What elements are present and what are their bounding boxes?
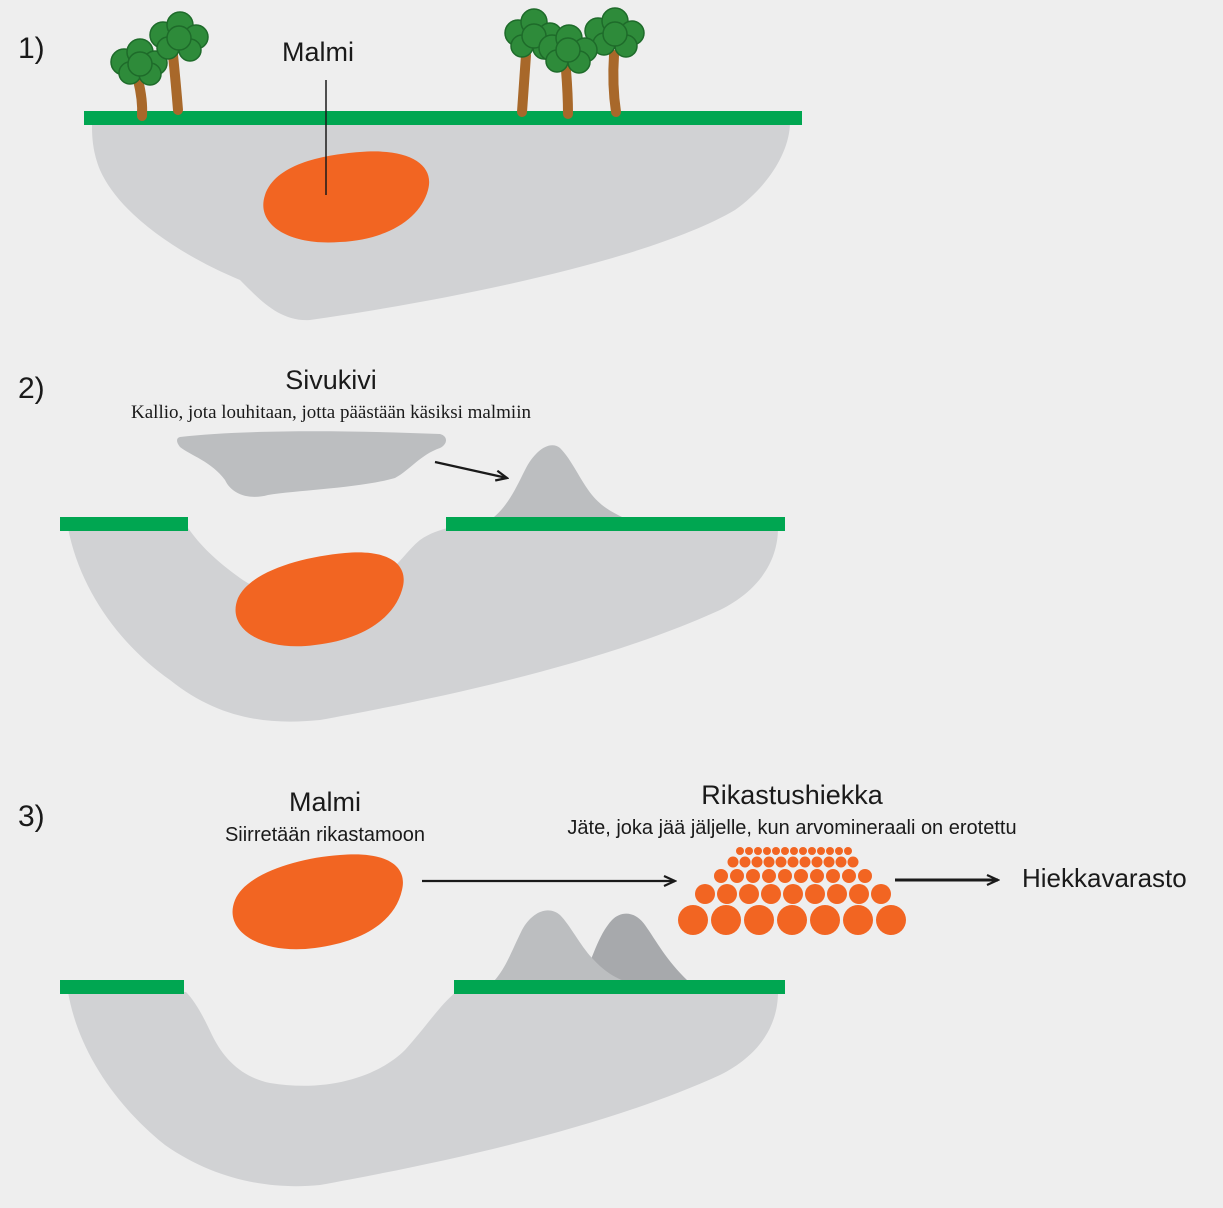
tailings-title: Rikastushiekka xyxy=(701,780,884,810)
arrow-icon xyxy=(434,460,507,478)
ore-body xyxy=(235,552,404,647)
step-3-number: 3) xyxy=(18,800,45,833)
ground-surface-right xyxy=(446,517,785,531)
bedrock xyxy=(92,122,790,321)
ground-surface-right xyxy=(454,980,785,994)
step-2-panel: 2) Sivukivi Kallio, jota louhitaan, jott… xyxy=(18,365,785,722)
ore-description: Siirretään rikastamoon xyxy=(225,824,425,846)
sand-storage-label: Hiekkavarasto xyxy=(1022,863,1187,893)
tree-icon xyxy=(149,11,209,115)
tree-icon xyxy=(584,7,645,117)
tailings-pile xyxy=(678,847,906,935)
tailings-description: Jäte, joka jää jäljelle, kun arvomineraa… xyxy=(567,817,1016,839)
ground-surface xyxy=(84,111,802,125)
step-3-panel: 3) xyxy=(18,780,1187,1187)
tree-icon xyxy=(538,24,598,119)
waste-rock-title: Sivukivi xyxy=(285,365,377,395)
step-2-number: 2) xyxy=(18,372,45,405)
ore-title: Malmi xyxy=(289,787,361,817)
step-1-number: 1) xyxy=(18,32,45,65)
waste-rock-description: Kallio, jota louhitaan, jotta päästään k… xyxy=(131,402,531,423)
tree-icon xyxy=(110,38,168,121)
ground-surface-left xyxy=(60,980,184,994)
ore-label: Malmi xyxy=(282,37,354,67)
step-1-panel: 1) xyxy=(18,7,802,321)
waste-rock-pile-dark xyxy=(582,913,688,981)
bedrock xyxy=(68,992,778,1187)
ground-surface-left xyxy=(60,517,188,531)
waste-rock-pile xyxy=(494,910,624,981)
waste-rock-chunk xyxy=(177,431,446,497)
bedrock xyxy=(68,528,778,722)
ore-body xyxy=(232,854,403,950)
waste-rock-pile xyxy=(494,445,622,517)
ore-body xyxy=(263,151,430,243)
